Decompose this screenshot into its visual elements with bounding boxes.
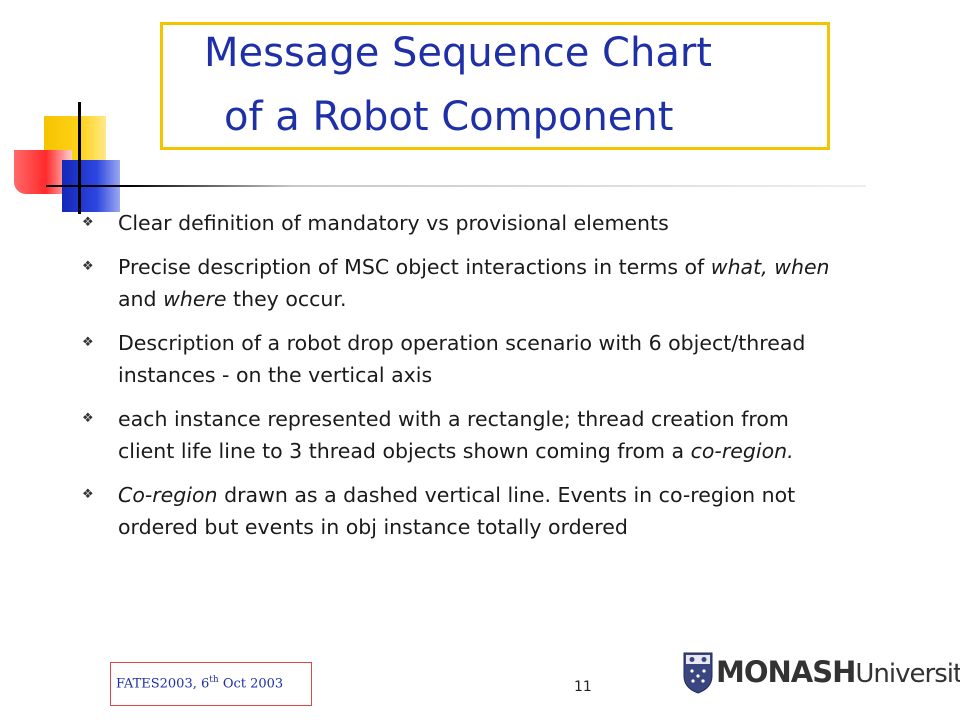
- bullet-text: each instance represented with a rectang…: [118, 407, 789, 463]
- bullet-text-italic: co-region.: [690, 439, 794, 463]
- conference-text: FATES2003, 6: [116, 676, 210, 692]
- diamond-bullet-icon: ❖: [82, 335, 94, 350]
- bullet-text: Description of a robot drop operation sc…: [118, 331, 806, 387]
- bullet-text-italic: Co-region: [118, 483, 218, 507]
- footer-frame: [110, 662, 312, 706]
- diamond-bullet-icon: ❖: [82, 411, 94, 426]
- bullet-item: ❖ Precise description of MSC object inte…: [82, 251, 842, 315]
- university-name-bold: MONASH: [716, 655, 856, 689]
- bullet-text: and: [118, 287, 164, 311]
- decor-vertical-line: [78, 102, 81, 214]
- monash-crest-icon: [683, 652, 713, 694]
- diamond-bullet-icon: ❖: [82, 487, 94, 502]
- slide-title-line1: Message Sequence Chart: [204, 30, 712, 76]
- bullet-item: ❖ each instance represented with a recta…: [82, 403, 842, 467]
- bullet-text: they occur.: [226, 287, 347, 311]
- page-number: 11: [574, 679, 592, 695]
- decor-horizontal-line: [46, 185, 866, 187]
- conference-label: FATES2003, 6th Oct 2003: [116, 675, 283, 691]
- bullet-text: Precise description of MSC object intera…: [118, 255, 711, 279]
- conference-superscript: th: [209, 675, 219, 685]
- diamond-bullet-icon: ❖: [82, 259, 94, 274]
- bullet-text: Clear definition of mandatory vs provisi…: [118, 211, 669, 235]
- bullet-item: ❖ Co-region drawn as a dashed vertical l…: [82, 479, 842, 543]
- bullet-item: ❖ Clear definition of mandatory vs provi…: [82, 207, 842, 239]
- title-frame: [160, 22, 830, 150]
- conference-date: Oct 2003: [218, 676, 284, 692]
- bullet-text-italic: where: [163, 287, 227, 311]
- bullet-text: drawn as a dashed vertical line. Events …: [118, 483, 796, 539]
- bullet-text-italic: what, when: [710, 255, 830, 279]
- slide-title-line2: of a Robot Component: [224, 94, 674, 140]
- bullet-list: ❖ Clear definition of mandatory vs provi…: [82, 207, 842, 555]
- diamond-bullet-icon: ❖: [82, 215, 94, 230]
- university-name-regular: University: [855, 659, 960, 689]
- university-wordmark: MONASHUniversity: [716, 655, 960, 689]
- bullet-item: ❖ Description of a robot drop operation …: [82, 327, 842, 391]
